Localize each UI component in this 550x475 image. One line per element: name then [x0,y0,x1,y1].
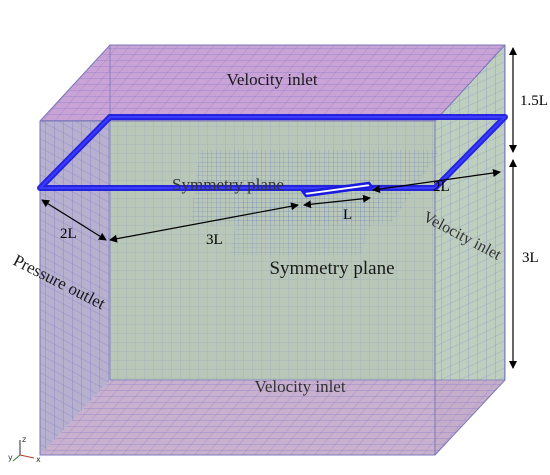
dim-2l-left: 2L [60,226,77,242]
dim-3l-line [109,202,299,243]
top-face-mesh [40,45,505,121]
symmetry-plane-frame-core [39,116,506,189]
axis-triad-icon: z y x [8,435,41,464]
label-lower-symmetry-plane: Symmetry plane [269,258,394,279]
label-top-velocity-inlet: Velocity inlet [226,70,317,89]
dim-l-line [303,194,371,209]
right-face-mesh [435,45,505,455]
dim-3l-vertical: 3L [522,250,539,266]
axis-y-label: y [8,453,13,462]
body-object [300,181,375,198]
bottom-inlet-mesh [40,380,505,455]
dim-2l-left-line [41,199,107,241]
axis-z-label: z [22,435,26,444]
dim-3l: 3L [206,232,223,248]
dim-2l-right-line [372,169,501,193]
refined-mesh-wake [230,200,380,255]
label-upper-symmetry-plane: Symmetry plane [172,175,284,194]
left-face-mesh [40,45,110,455]
dim-1-5l: 1.5L [520,93,548,109]
dim-2l-right: 2L [433,179,450,195]
axis-x-label: x [36,455,41,464]
label-bottom-velocity-inlet: Velocity inlet [254,377,345,396]
dim-l: L [343,207,352,223]
